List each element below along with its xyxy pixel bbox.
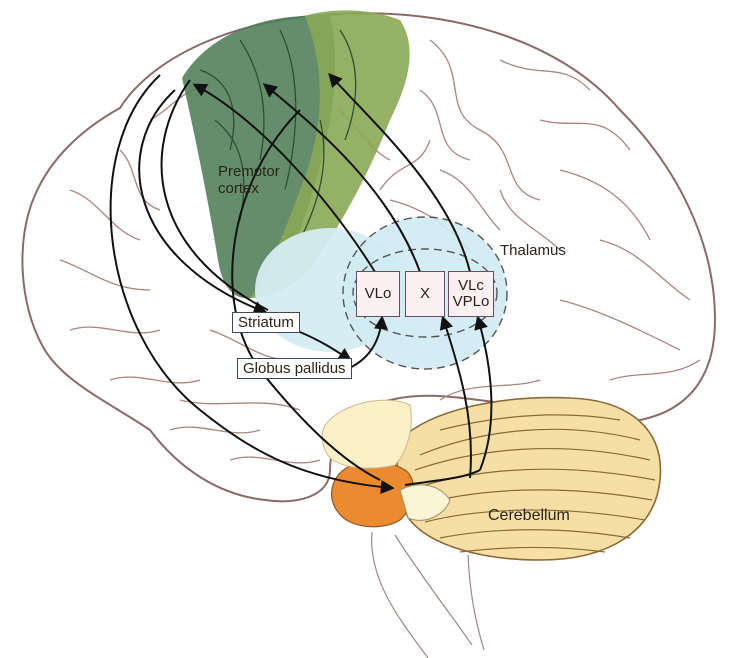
thalamic-nucleus-vlc-vplo: VLc VPLo: [448, 271, 494, 317]
premotor-cortex-label: Premotor cortex: [218, 164, 280, 197]
premotor-label-line2: cortex: [218, 181, 280, 198]
cerebellum-region: [397, 398, 660, 560]
cerebellum-label: Cerebellum: [488, 507, 570, 525]
globus-pallidus-label: Globus pallidus: [237, 358, 352, 379]
thalamic-nucleus-vlo: VLo: [356, 271, 400, 317]
x-label: X: [420, 286, 430, 302]
thalamus-label: Thalamus: [500, 243, 566, 260]
thalamic-nucleus-x: X: [405, 271, 445, 317]
striatum-label: Striatum: [232, 312, 300, 333]
vlc-label: VLc: [458, 278, 484, 294]
vplo-label: VPLo: [453, 294, 490, 310]
vlo-label: VLo: [365, 286, 392, 302]
premotor-label-line1: Premotor: [218, 164, 280, 181]
